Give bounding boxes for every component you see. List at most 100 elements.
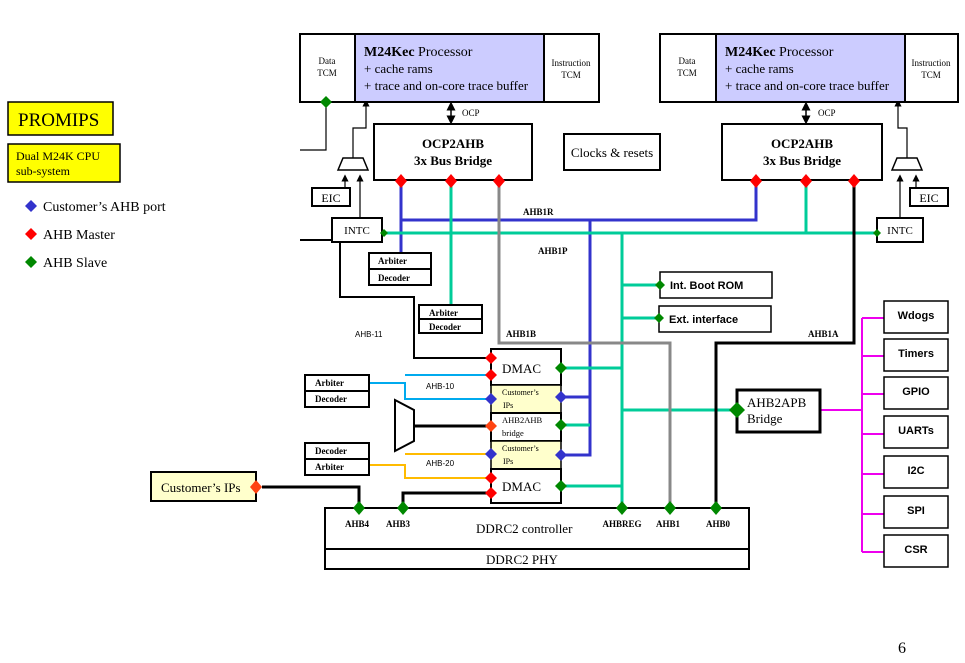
ddr-phy-box [324,548,750,570]
instr-tcm-label: Instruction [552,58,591,68]
ahb2ahb-label: AHB2AHB [502,415,542,425]
arbiter-label: Arbiter [315,462,344,472]
master-diamond-icon [485,352,497,364]
ocp-label: OCP [818,108,836,118]
processor-line2: + cache rams [725,61,794,76]
processor-title: M24Kec Processor [364,45,473,60]
peripheral-box [883,455,949,489]
peripheral-wdogs: Wdogs [883,300,949,334]
master-diamond-icon [848,174,860,188]
peripheral-box [883,534,949,568]
ext-interface-box [658,305,772,333]
master-diamond-icon [445,174,457,188]
decoder-label: Decoder [378,273,410,283]
peripheral-box [883,415,949,449]
ahb1r-drop [561,220,592,457]
ddr-port-ahb3: AHB3 [386,501,411,529]
ocp2ahb-bridge [721,123,883,181]
customer-port-diamond-icon [555,391,567,403]
ahb1b-wire [497,181,672,508]
ahb1r-label: AHB1R [523,207,554,217]
ddr-port-label: AHB4 [345,519,370,529]
ddr-controller-label: DDRC2 controller [476,521,573,536]
bridge-line1: OCP2AHB [771,136,833,151]
bus-labels: AHB1R AHB1P AHB1B AHB1A AHB-11 AHB-10 AH… [355,207,839,468]
data-tcm-label: TCM [317,68,337,78]
ahb10-wire [369,382,491,400]
slave-diamond-icon [397,501,409,515]
peripheral-box [883,495,949,529]
clocks-resets-block: Clocks & resets [563,133,661,171]
ddr-port-label: AHB3 [386,519,411,529]
peripheral-label: Timers [898,348,934,360]
legend-item-customer-port: Customer’s AHB port [25,200,166,215]
peripheral-label: SPI [907,505,925,517]
master-diamond-icon [485,487,497,499]
subsystem-box [7,143,121,183]
processor-box [715,33,906,103]
peripheral-label: I2C [907,465,924,477]
arbiter-decoder-4: Decoder Arbiter [304,442,370,476]
int-path-right [894,99,908,158]
customer-port-diamond-icon [485,448,497,460]
arbiter-decoder-1: Arbiter Decoder [368,252,432,286]
promips-title-box [7,101,114,136]
decoder-label: Decoder [315,446,347,456]
ddr-controller-box [324,507,750,550]
blue-diamond-icon [25,200,37,212]
ahb11-label: AHB-11 [355,330,383,339]
ddr-port-ahb1: AHB1 [656,501,680,529]
ddr-port-ahb4: AHB4 [345,501,370,529]
processor-line3: + trace and on-core trace buffer [364,78,529,93]
customer-ips-block: Customer’s IPs [150,471,262,502]
ocp2ahb-bridge [373,123,533,181]
slave-diamond-icon [664,501,676,515]
decoder-box [304,390,370,408]
decoder-label: Decoder [429,322,461,332]
ahb4-wire [262,485,361,508]
master-diamond-icon [493,174,505,188]
legend-label: Customer’s AHB port [43,200,166,215]
peripheral-label: UARTs [898,425,934,437]
customer-port-diamond-icon [485,393,497,405]
eic-box [909,187,949,207]
eic-box [311,187,351,207]
page-number: 6 [898,640,906,657]
legend-label: AHB Master [43,228,115,243]
customer-ip-2-label: IPs [503,457,513,466]
ahb1r-bus [401,181,758,222]
ahb1a-wire [714,181,856,508]
dmac-top-label: DMAC [502,361,541,376]
boot-rom-label: Int. Boot ROM [670,280,743,292]
ahb2apb-box [735,388,822,434]
ahb1p-label: AHB1P [538,246,568,256]
slave-diamond-icon [555,480,567,492]
bridge-line2: 3x Bus Bridge [414,153,492,168]
customer-ips-label: Customer’s IPs [161,480,241,495]
slave-diamond-icon [555,362,567,374]
processor-line3: + trace and on-core trace buffer [725,78,890,93]
slave-diamond-icon [654,313,664,323]
arbiter-label: Arbiter [315,378,344,388]
intc-box [331,217,383,243]
peripheral-box [883,300,949,334]
ddr-port-ahb0: AHB0 [706,501,731,529]
arbiter-label: Arbiter [378,256,407,266]
ahb2apb-bridge: AHB2APB Bridge [729,388,822,434]
customer-ips-box [150,471,257,502]
boot-rom-block: Int. Boot ROM [655,271,773,299]
mux-icon [890,157,924,171]
peripheral-i2c: I2C [883,455,949,489]
data-tcm-label: Data [679,56,696,66]
ddr-port-ahbreg: AHBREG [602,501,642,529]
ahb2ahb-label: bridge [502,428,524,438]
ddr-port-label: AHB0 [706,519,731,529]
customer-ip-2-label: Customer’s [502,444,539,453]
ahb2apb-label: AHB2APB [747,395,807,410]
arbiter-decoder-2: Arbiter Decoder [418,304,483,334]
master-diamond-icon [395,174,407,188]
ahb2apb-label: Bridge [747,411,783,426]
ahb1b-label: AHB1B [506,329,536,339]
